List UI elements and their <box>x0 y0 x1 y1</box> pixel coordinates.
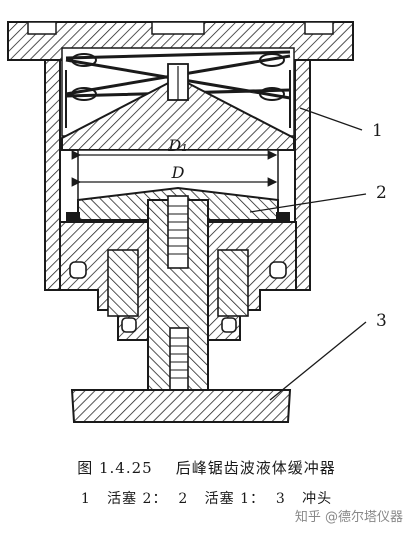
label-d1: D₁ <box>167 136 187 155</box>
watermark-text: 知乎 @德尔塔仪器 <box>294 510 403 525</box>
piston-rod <box>147 195 209 391</box>
callout-2: 2 <box>376 183 387 203</box>
figure-caption-title: 图 1.4.25 后峰锯齿波液体缓冲器 <box>77 459 336 477</box>
striker <box>70 389 292 423</box>
callout-1: 1 <box>372 121 383 141</box>
label-d: D <box>171 163 185 182</box>
dimension-lines: D₁ D <box>71 136 278 187</box>
callout-3: 3 <box>376 311 387 331</box>
callout-leaders: 1 2 3 <box>249 107 387 401</box>
piston-2 <box>61 63 295 151</box>
figure-caption-legend: 1 活塞 2： 2 活塞 1： 3 冲头 <box>80 491 333 507</box>
